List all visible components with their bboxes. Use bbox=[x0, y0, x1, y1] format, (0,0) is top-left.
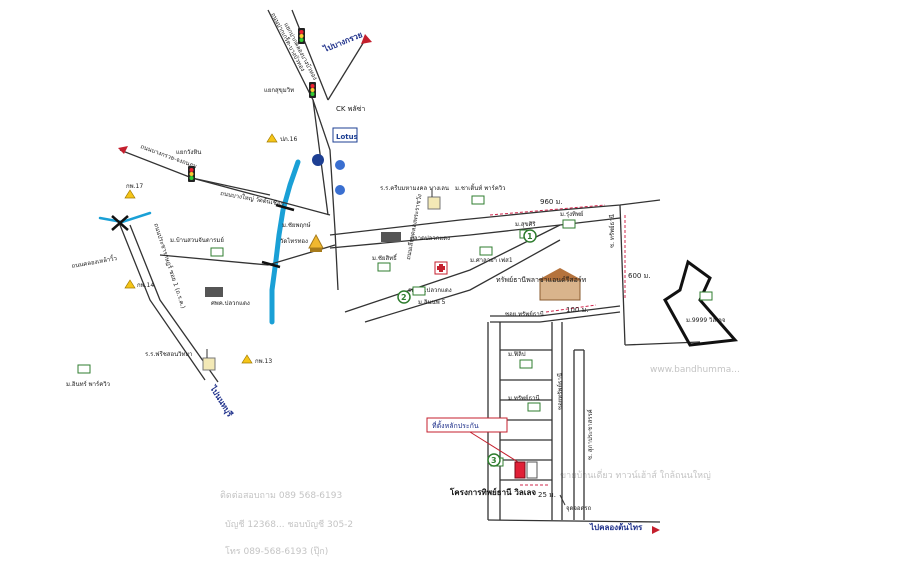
route-south-east: ไปคลองต้นไทร bbox=[589, 522, 660, 534]
label-landmark: ทรัพย์ธานีพลาซ่าแอนด์รีสอร์ท bbox=[496, 276, 587, 284]
road-network bbox=[119, 9, 701, 523]
canal bbox=[269, 159, 301, 325]
marker-1: 1 bbox=[523, 229, 537, 243]
road-label-soi-right: ซ. ทรัพย์ธานี bbox=[608, 214, 616, 248]
label-village-9: ม.9999 วิลเลจ bbox=[686, 317, 725, 324]
label-village-2: ม.ชัยพฤกษ์ bbox=[282, 221, 311, 229]
road-label-soi-main: ซอย ทรัพย์ธานี bbox=[505, 310, 544, 318]
distance-100: 100 ม. bbox=[566, 306, 588, 314]
school-flag-icon bbox=[202, 188, 441, 371]
site-callout: ที่ตั้งหลักประกัน bbox=[426, 417, 519, 463]
svg-text:3: 3 bbox=[491, 456, 497, 465]
round-logo-icon bbox=[335, 160, 345, 170]
lotus-logo: Lotus bbox=[332, 127, 358, 143]
label-village-12: ม.ลินนพ 5 bbox=[418, 299, 446, 306]
label-police3: กพ.14 bbox=[137, 282, 154, 289]
svg-text:บัญชี 12368... ชอบบัญชี 305-2: บัญชี 12368... ชอบบัญชี 305-2 bbox=[225, 519, 353, 530]
road-label-east: ถนนเลียบคลองพระราชวัง bbox=[404, 193, 423, 260]
label-entry: จุดจอดรถ bbox=[566, 505, 592, 512]
label-health: รพ.สต.ปลวกแดง bbox=[408, 287, 452, 294]
label-lights-west: แยกวังหิน bbox=[176, 149, 201, 156]
label-market: ตลาดปลวกแดง bbox=[410, 235, 450, 242]
svg-text:โทร 089-568-6193 (ปุ๊ก): โทร 089-568-6193 (ปุ๊ก) bbox=[225, 546, 328, 557]
bridge-icon bbox=[111, 203, 295, 269]
label-village-11: ม.ฟิลิป bbox=[508, 351, 526, 358]
label-school-bottom: ร.ร.ฟรีชสอนวิทยา bbox=[145, 350, 192, 358]
arrow-west bbox=[118, 146, 128, 154]
marker-3: 3 bbox=[487, 453, 501, 467]
label-village-5: ม.สุขศิริ bbox=[515, 221, 536, 228]
label-police2: กพ.17 bbox=[126, 183, 143, 190]
road-label-middle: ถนนบางใหญ่ วัดต้นเชือก bbox=[220, 189, 285, 208]
label-lights-north: แยกสุขุมวิท bbox=[264, 87, 294, 94]
label-temple: วัดไทรทอง bbox=[280, 237, 308, 245]
label-office: ศพค.ปลวกแดง bbox=[211, 300, 250, 307]
route-south-west: ไปนนทบุรี bbox=[207, 383, 236, 420]
label-village-3: ม.ชัยสิทธิ์ bbox=[372, 253, 398, 262]
label-village-6: ม.รุ่งทิพย์ bbox=[560, 210, 583, 218]
svg-text:ไปนนทบุรี: ไปนนทบุรี bbox=[207, 383, 236, 420]
landmark-building bbox=[538, 268, 582, 301]
label-village-7: ม.ศาลายา เฟส1 bbox=[470, 257, 513, 264]
svg-text:2: 2 bbox=[401, 293, 407, 302]
distance-25: 25 ม. bbox=[538, 491, 556, 499]
svg-text:ไปบางกรวย: ไปบางกรวย bbox=[321, 29, 364, 54]
label-school-monk: ร.ร.ครีบมหามงคล บางเลน bbox=[380, 184, 449, 192]
round-logo-icon bbox=[312, 154, 324, 166]
label-village-4: ม.ชาเติ้นท์ พาร์ควิว bbox=[455, 182, 506, 192]
distance-960: 960 ม. bbox=[540, 198, 562, 206]
svg-text:ติดต่อสอบถาม 089 568-6193: ติดต่อสอบถาม 089 568-6193 bbox=[220, 490, 342, 501]
collateral-plot bbox=[514, 461, 526, 479]
svg-text:ไปคลองต้นไทร: ไปคลองต้นไทร bbox=[589, 522, 643, 532]
distance-600: 600 ม. bbox=[628, 272, 650, 280]
svg-text:www.bandhumma...: www.bandhumma... bbox=[650, 365, 740, 375]
marker-2: 2 bbox=[397, 290, 411, 304]
building-icon bbox=[205, 232, 401, 297]
hospital-icon bbox=[434, 261, 448, 275]
road-label-diag: ถนนประชาราษฎร์ ซอย 1 (ถ.ร.ค.) bbox=[152, 222, 187, 309]
label-police: ปภ.16 bbox=[280, 136, 297, 143]
svg-text:Lotus: Lotus bbox=[336, 133, 358, 141]
route-north: ไปบางกรวย bbox=[321, 29, 372, 54]
round-logo-icon bbox=[335, 185, 345, 195]
road-label-lower: ถนนคลองเหล้าวิ้ว bbox=[71, 252, 118, 270]
traffic-light-icon bbox=[188, 28, 316, 182]
road-label-soi-far-right: ซ. สุภาประชาสรรค์ bbox=[586, 409, 594, 460]
label-village-1: ม.บ้านสวนจันดารมย์ bbox=[170, 236, 224, 244]
faint-background-text: ขายบ้านเดี่ยว ทาวน์เฮ้าส์ ใกล้ถนนใหญ่ ติ… bbox=[220, 365, 740, 557]
plot-outline bbox=[663, 259, 739, 347]
label-project: โครงการทิพย์ธานี วิลเลจ bbox=[449, 487, 536, 497]
label-police4: กพ.13 bbox=[255, 358, 272, 365]
svg-text:ที่ตั้งหลักประกัน: ที่ตั้งหลักประกัน bbox=[432, 419, 479, 430]
distance-markers bbox=[489, 204, 626, 486]
svg-text:ขายบ้านเดี่ยว ทาวน์เฮ้าส์ ใกล้: ขายบ้านเดี่ยว ทาวน์เฮ้าส์ ใกล้ถนนใหญ่ bbox=[560, 468, 711, 481]
label-village-8: ม.ทรัพย์ธานี bbox=[508, 394, 540, 402]
svg-text:1: 1 bbox=[527, 232, 533, 241]
temple-icon bbox=[308, 233, 324, 252]
adjacent-plot bbox=[526, 461, 538, 479]
road-label-soi-vertical: ซอยทรัพย์ธานี bbox=[556, 373, 564, 410]
warning-icon bbox=[124, 133, 278, 364]
label-village-10: ม.อินทร์ พาร์ควิว bbox=[66, 380, 110, 388]
label-ck: CK พลัซ่า bbox=[336, 105, 365, 113]
